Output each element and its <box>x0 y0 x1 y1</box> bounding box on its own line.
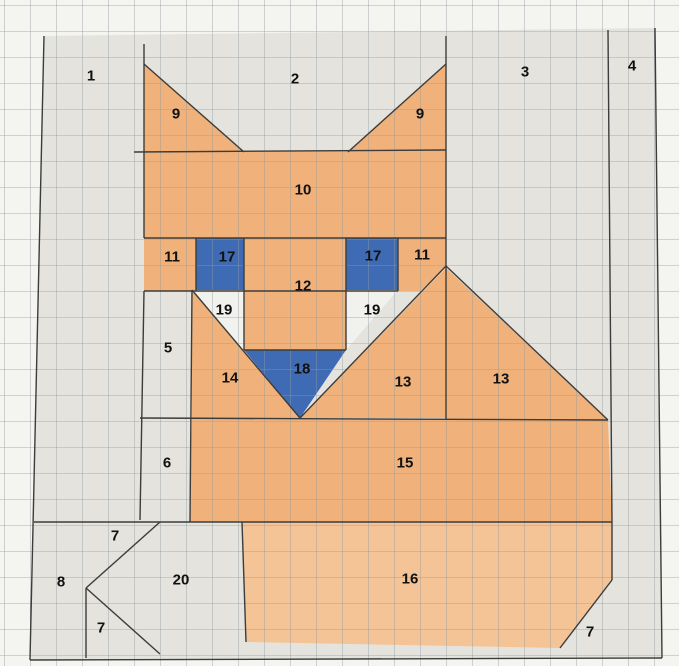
label-piece-13-outer: 13 <box>493 371 510 388</box>
label-piece-4: 4 <box>628 58 637 75</box>
label-piece-17-left: 17 <box>219 249 236 266</box>
label-piece-7-top: 7 <box>111 528 119 545</box>
label-piece-19-right: 19 <box>364 302 381 319</box>
label-piece-13-inner: 13 <box>395 374 412 391</box>
label-piece-9-left: 9 <box>172 106 180 123</box>
label-piece-17-right: 17 <box>365 248 382 265</box>
label-piece-7-right: 7 <box>586 624 594 641</box>
label-piece-14: 14 <box>222 370 239 387</box>
label-piece-11-right: 11 <box>414 247 430 264</box>
label-piece-3: 3 <box>521 64 529 81</box>
label-piece-11-left: 11 <box>164 249 180 266</box>
label-piece-7-left: 7 <box>97 620 105 637</box>
label-piece-19-left: 19 <box>216 302 233 319</box>
label-piece-12: 12 <box>295 278 312 295</box>
label-piece-20: 20 <box>173 572 190 589</box>
label-piece-2: 2 <box>291 71 299 88</box>
label-piece-18: 18 <box>294 361 311 378</box>
label-piece-15: 15 <box>397 455 414 472</box>
label-piece-1: 1 <box>87 68 95 85</box>
label-piece-5: 5 <box>164 340 172 357</box>
label-piece-10: 10 <box>295 182 312 199</box>
label-piece-8: 8 <box>57 574 65 591</box>
label-piece-6: 6 <box>163 455 171 472</box>
label-piece-16: 16 <box>402 571 419 588</box>
label-piece-9-right: 9 <box>416 106 424 123</box>
